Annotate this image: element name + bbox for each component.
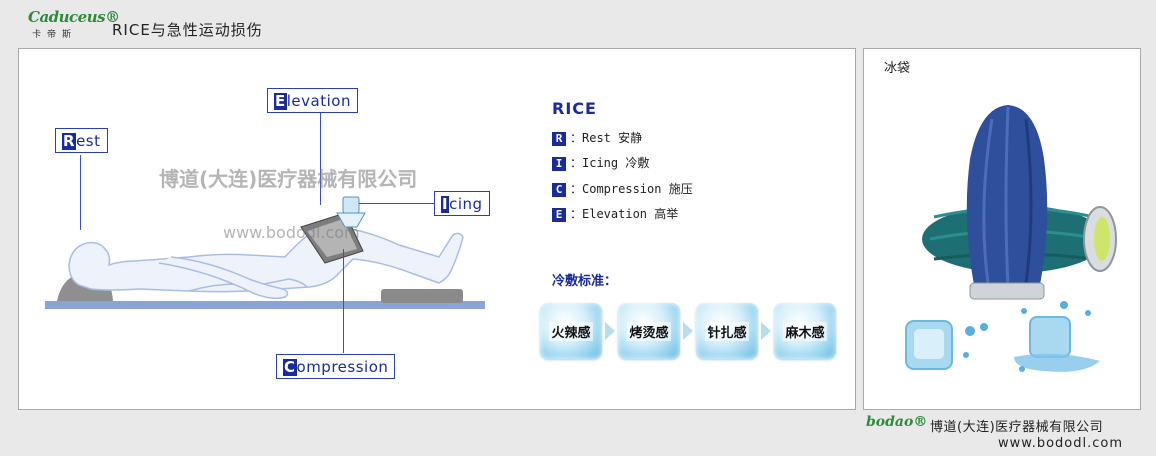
elevation-leader-line: [320, 113, 321, 205]
ice-cube-icon: [1029, 316, 1071, 358]
patient-illustration: [45, 196, 485, 309]
footer-url: www.bododl.com: [998, 436, 1124, 451]
rice-title: RICE: [552, 99, 597, 118]
stage-arrow-icon: [761, 322, 771, 340]
page-title: RICE与急性运动损伤: [112, 21, 263, 39]
foot-support: [381, 289, 463, 303]
cold-stage-numb: 麻木感: [774, 303, 836, 359]
rest-label: Rest: [55, 128, 108, 153]
rice-item-compression: C：Compression 施压: [552, 180, 693, 197]
stage-arrow-icon: [605, 322, 615, 340]
caduceus-logo-cn: 卡帝斯: [32, 30, 78, 40]
cold-stage-pricking: 针扎感: [696, 303, 758, 359]
bodao-logo: bodao®: [866, 414, 928, 430]
ice-bag-title: 冰袋: [884, 61, 911, 76]
cold-standard-title: 冷敷标准：: [552, 274, 618, 289]
compression-label: Compression: [276, 354, 396, 379]
arm-outline: [158, 256, 289, 300]
body-outline: [68, 226, 464, 293]
watermark-company: 博道(大连)医疗器械有限公司: [159, 167, 418, 191]
rice-item-icing: I：Icing 冷敷: [552, 154, 649, 171]
water-puddle: [1014, 353, 1100, 372]
caduceus-logo: Caduceus®: [28, 8, 120, 26]
ice-bag-illustration: [905, 105, 1117, 372]
cold-stage-burning: 火辣感: [540, 303, 602, 359]
rice-item-rest: R：Rest 安静: [552, 129, 642, 146]
rice-item-elevation: E：Elevation 高举: [552, 205, 678, 222]
footer-company: 博道(大连)医疗器械有限公司: [930, 420, 1104, 435]
stage-arrow-icon: [683, 322, 693, 340]
ice-cap: [342, 196, 360, 214]
cold-stage-scalding: 烤烫感: [618, 303, 680, 359]
ice-bag-cap-bottom: [969, 282, 1045, 300]
ice-bag-panel: 冰袋: [863, 48, 1141, 410]
icing-leader-line: [359, 203, 434, 204]
rest-leader-line: [80, 155, 81, 230]
watermark-url: www.bododl.com: [223, 223, 360, 242]
rice-diagram-panel: Rest Elevation Icing Compression 博道(大连)医…: [18, 48, 856, 410]
compression-leader-line: [343, 249, 344, 353]
bed-surface: [45, 301, 485, 309]
icing-label: Icing: [434, 191, 490, 216]
elevation-label: Elevation: [267, 88, 358, 113]
